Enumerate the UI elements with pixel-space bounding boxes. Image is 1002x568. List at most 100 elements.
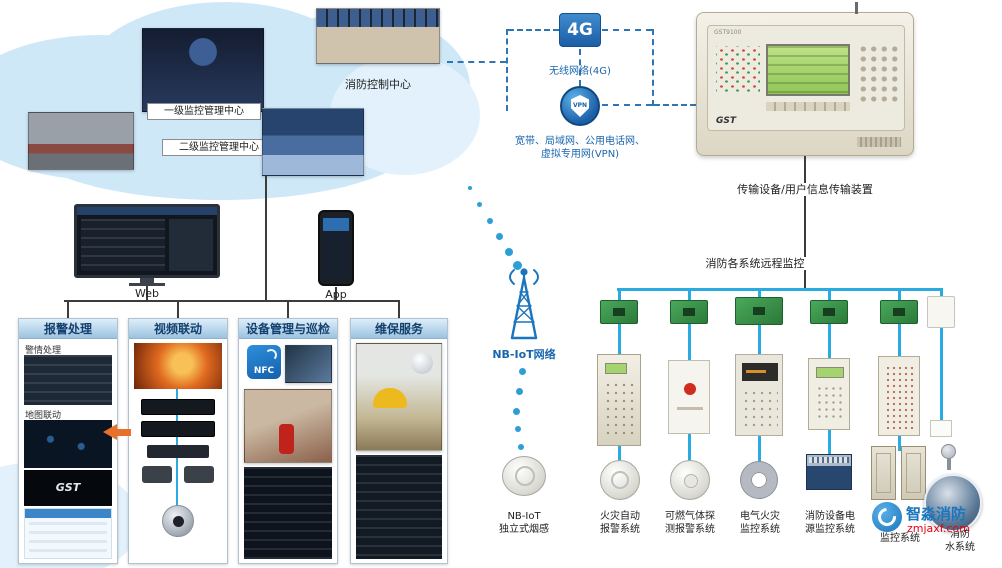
left-arrow-icon [117, 429, 131, 436]
smoke-detector-ring [611, 471, 629, 489]
module-alarm-handling-title: 报警处理 [19, 319, 117, 339]
camera-device [142, 466, 172, 483]
device-app-screenshot [244, 467, 332, 559]
watermark-name: 智淼消防 [906, 505, 967, 523]
nbiot-dot [518, 444, 524, 450]
nbiot-dot [515, 426, 521, 432]
alarm-list-screenshot [24, 355, 112, 405]
fire-control-center-photo [316, 8, 440, 64]
connector-line [64, 300, 400, 302]
dvr-device [141, 399, 215, 415]
4g-box: 4G [559, 13, 601, 47]
dashed-link [508, 29, 559, 31]
dashed-link [652, 29, 654, 106]
panel-grille [857, 137, 901, 147]
nbiot-dot [505, 248, 513, 256]
interface-module-pcb [670, 300, 708, 324]
system-label-water: 消防 水系统 [945, 529, 975, 554]
gst-screenshot: GST [24, 470, 112, 506]
conference-room-photo [28, 112, 134, 170]
button-row [766, 102, 850, 111]
power-monitor-device [808, 358, 850, 430]
nbiot-dot [487, 218, 493, 224]
inspection-photo [244, 389, 332, 463]
4g-caption: 无线网络(4G) [549, 66, 611, 77]
nbiot-dot [477, 202, 482, 207]
led-grid [716, 46, 760, 94]
gas-detector-core [684, 474, 698, 488]
monitor-room-photo [142, 28, 264, 112]
system-drop-line [940, 291, 943, 423]
web-monitor-stand [140, 278, 154, 283]
map-screenshot [24, 420, 112, 468]
interface-module-pcb [735, 297, 783, 325]
interface-module-pcb [880, 300, 918, 324]
phone-scan-photo [285, 345, 332, 383]
nbiot-dot [468, 186, 472, 190]
keypad [858, 44, 900, 102]
map-tag: 地图联动 [25, 411, 62, 421]
system-label-door: 监控系统 [880, 533, 920, 544]
systems-bus [617, 288, 943, 291]
video-cable [176, 389, 178, 537]
nbiot-smoke-detector [502, 456, 546, 496]
gas-panel-slot [677, 407, 703, 410]
plc-module [806, 454, 852, 490]
connector-line [177, 302, 179, 318]
dome-camera [162, 505, 194, 537]
dashed-link [602, 104, 652, 106]
alarm-app-screenshot [24, 508, 112, 559]
gas-panel-button [684, 383, 696, 395]
dvr-device [141, 421, 215, 437]
app-phone [318, 210, 354, 286]
nfc-icon: NFC [247, 345, 281, 379]
dashed-link [579, 49, 581, 86]
module-maintenance-title: 维保服务 [351, 319, 447, 339]
nbiot-dot [496, 233, 503, 240]
fire-alarm-panel [597, 354, 641, 446]
transmission-caption: 传输设备/用户信息传输装置 [725, 183, 885, 197]
system-label-nbiot-smoke: NB-IoT 独立式烟感 [499, 511, 549, 536]
nbiot-dot [513, 408, 520, 415]
vpn-label: VPN [572, 102, 588, 109]
electrical-monitor-readout [746, 370, 766, 373]
module-maintenance: 维保服务 [350, 318, 448, 564]
watermark-logo-icon [872, 502, 902, 532]
electrical-monitor-keys [742, 389, 778, 429]
system-label-fire-alarm: 火灾自动 报警系统 [600, 511, 640, 536]
nbiot-dot [519, 368, 526, 375]
plc-terminals [809, 457, 849, 463]
web-label: Web [135, 287, 159, 300]
nbiot-dot [516, 388, 523, 395]
app-label: App [325, 288, 347, 301]
alarm-app-header [25, 509, 111, 518]
camera-device [184, 466, 214, 483]
helmet [373, 388, 407, 408]
dome-camera-small [411, 352, 433, 374]
smoke-detector-ring [515, 466, 535, 486]
connector-line [67, 302, 69, 318]
antenna [855, 2, 858, 14]
current-transformer [741, 462, 777, 498]
connector-line [287, 302, 289, 318]
pressure-sensor-box [930, 420, 952, 437]
module-video-linkage-title: 视频联动 [129, 319, 227, 339]
connector-line [265, 176, 267, 301]
fire-door-panel [876, 453, 891, 493]
web-monitor-topbar [77, 207, 217, 215]
panel-model: GST9100 [714, 29, 742, 36]
fire-alarm-panel-keys [604, 381, 636, 439]
web-monitor [74, 204, 220, 278]
vpn-icon: VPN [560, 86, 600, 126]
panel-brand: GST [716, 116, 737, 126]
left-arrow-icon-head [103, 424, 117, 440]
level2-center-label: 二级监控管理中心 [162, 139, 276, 156]
recorder-device [147, 445, 209, 458]
watermark-site: zmjaxf.com [907, 522, 970, 535]
interface-module-pcb [810, 300, 848, 324]
watermark-logo-swirl [874, 504, 900, 530]
web-monitor-base [129, 283, 165, 286]
dome-camera-lens [173, 516, 184, 527]
electrical-monitor-screen [742, 363, 778, 381]
